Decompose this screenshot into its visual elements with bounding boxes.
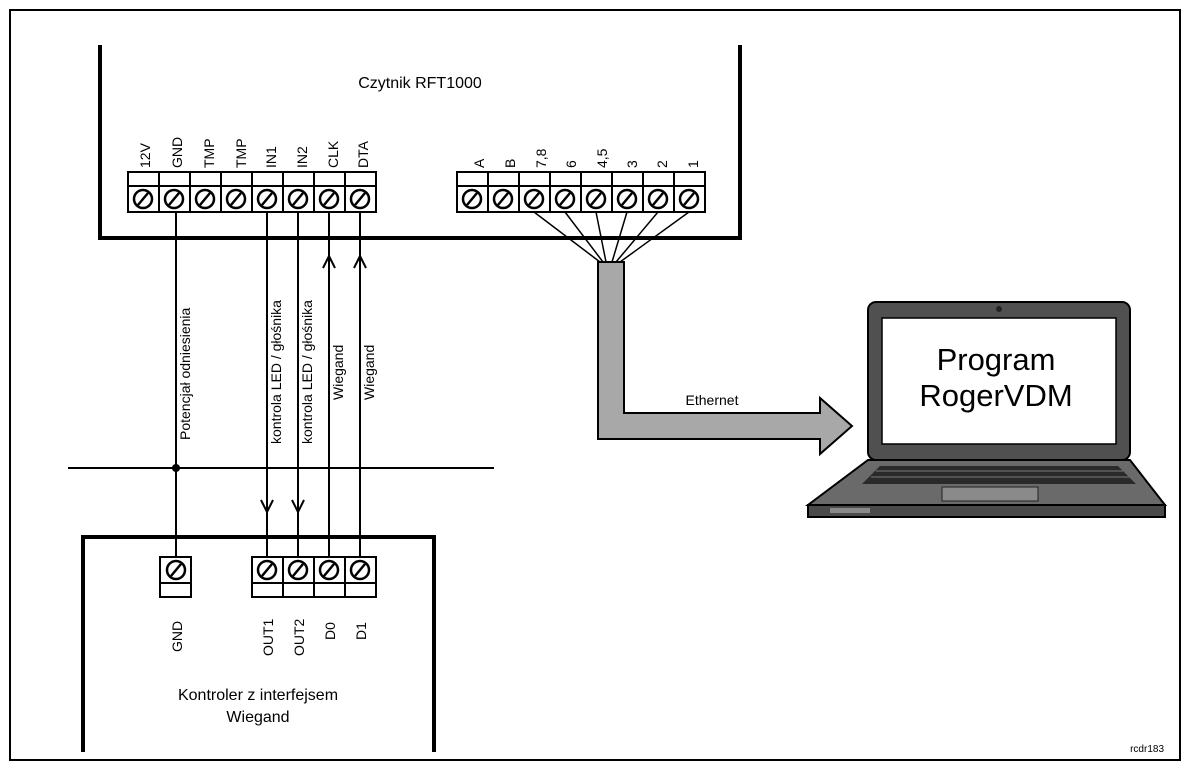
- in2-wire-label: kontrola LED / głośnika: [299, 300, 315, 444]
- laptop-icon: [805, 301, 1168, 518]
- terminal-label: D0: [322, 622, 338, 640]
- junction-dot: [172, 464, 180, 472]
- screw-icon: [461, 188, 700, 210]
- terminal-label: A: [471, 158, 487, 168]
- terminal-label: TMP: [201, 138, 217, 168]
- terminal-label: IN1: [263, 146, 279, 168]
- controller-title-line2: Wiegand: [226, 709, 289, 726]
- arrow-down-icon: [260, 499, 274, 515]
- terminal-label: 4,5: [594, 148, 610, 168]
- controller-gnd-label: GND: [169, 621, 185, 652]
- reader-right-labels: A B 7,8 6 4,5 3 2 1: [471, 148, 701, 168]
- terminal-label: DTA: [355, 140, 371, 168]
- dta-wire-label: Wiegand: [361, 345, 377, 400]
- reader-terminal-block-right: [456, 171, 706, 213]
- terminal-label: 2: [654, 160, 670, 168]
- screw-icon: [132, 188, 371, 210]
- arrow-up-icon: [353, 253, 367, 269]
- reader-title: Czytnik RFT1000: [358, 75, 482, 92]
- outer-frame: [9, 9, 1181, 761]
- reader-left-labels: 12V GND TMP TMP IN1 IN2 CLK DTA: [137, 137, 371, 168]
- terminal-label: 7,8: [533, 148, 549, 168]
- laptop-text-line2: RogerVDM: [919, 378, 1072, 413]
- ethernet-label: Ethernet: [686, 392, 739, 408]
- terminal-label: 12V: [137, 142, 153, 168]
- reader-terminal-block-left: [127, 171, 377, 213]
- ethernet-fanout-wires: [533, 211, 690, 263]
- laptop-touchpad: [941, 486, 1039, 502]
- arrow-down-icon: [291, 499, 305, 515]
- terminal-label: D1: [353, 622, 369, 640]
- clk-wire-label: Wiegand: [330, 345, 346, 400]
- in1-wire-label: kontrola LED / głośnika: [268, 300, 284, 444]
- terminal-label: 1: [685, 160, 701, 168]
- terminal-label: GND: [169, 137, 185, 168]
- screw-icon: [256, 559, 371, 581]
- laptop-keyboard: [862, 466, 1136, 484]
- laptop-screen: [881, 317, 1117, 445]
- terminal-label: 6: [563, 160, 579, 168]
- controller-title-line1: Kontroler z interfejsem: [178, 687, 338, 704]
- reference-code: rcdr183: [1130, 744, 1164, 755]
- terminal-label: OUT2: [291, 618, 307, 656]
- terminal-label: CLK: [325, 140, 341, 168]
- controller-enclosure: [81, 535, 436, 752]
- terminal-label: B: [502, 159, 518, 168]
- arrow-up-icon: [322, 253, 336, 269]
- terminal-label: TMP: [233, 138, 249, 168]
- gnd-wire-label: Potencjał odniesienia: [177, 307, 193, 440]
- ethernet-cable: [597, 261, 854, 457]
- terminal-label: IN2: [294, 146, 310, 168]
- controller-gnd-terminal: [159, 556, 192, 598]
- terminal-label: 3: [624, 160, 640, 168]
- screw-icon: [165, 559, 187, 581]
- reader-enclosure: [98, 45, 742, 240]
- controller-terminal-block: [251, 556, 377, 598]
- laptop-text-line1: Program: [937, 342, 1056, 377]
- terminal-label: OUT1: [260, 618, 276, 656]
